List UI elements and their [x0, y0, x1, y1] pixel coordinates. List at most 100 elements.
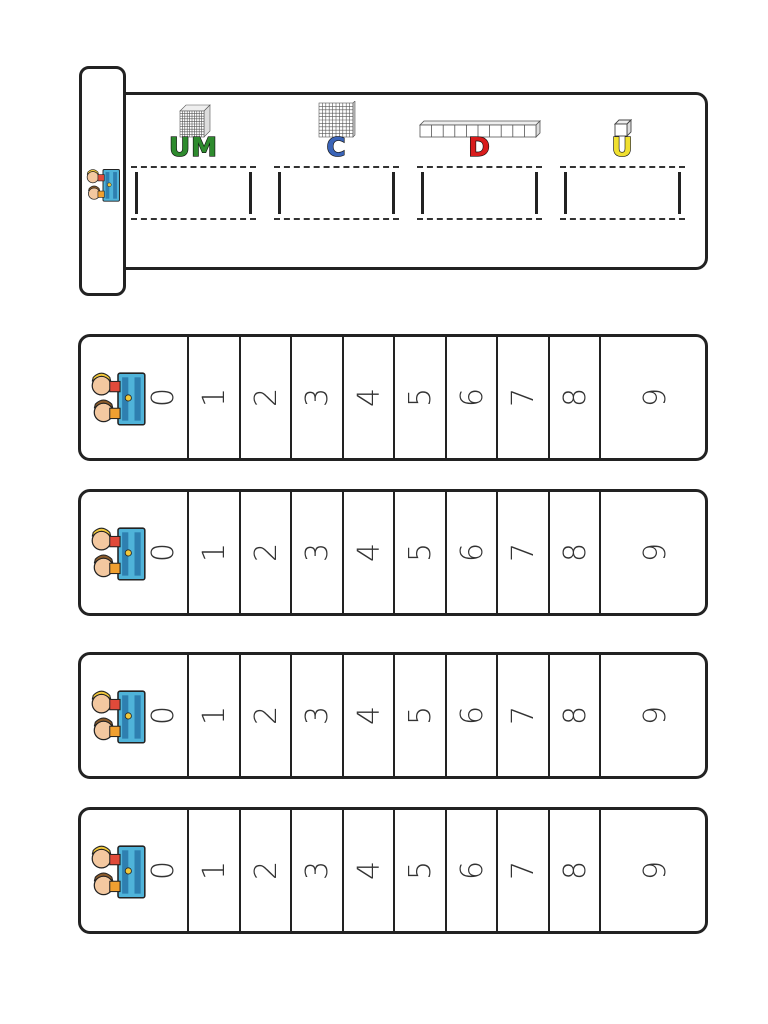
- digit: 0: [146, 705, 182, 726]
- digit: 9: [638, 860, 673, 881]
- digit-cell: 6: [444, 492, 499, 613]
- children-clipart: [84, 158, 122, 214]
- digit-cell: 4: [341, 492, 396, 613]
- digit: 0: [146, 542, 182, 563]
- digit-cell: 8: [547, 810, 602, 931]
- digit-cell: 5: [393, 337, 447, 458]
- digit: 9: [638, 387, 673, 408]
- digit-cell: 1: [187, 655, 241, 776]
- digit-cell: 4: [341, 810, 396, 931]
- digit: 2: [248, 860, 284, 881]
- digit-cell: 7: [496, 337, 550, 458]
- digit: 9: [638, 705, 673, 726]
- unit-cube-icon: [551, 99, 694, 139]
- thousand-cube-icon: [122, 99, 265, 139]
- digit: 6: [454, 387, 490, 408]
- digit: 4: [351, 705, 387, 726]
- children-clipart: [87, 840, 149, 906]
- digit: 6: [454, 705, 490, 726]
- digit: 8: [557, 387, 593, 408]
- children-clipart: [87, 522, 149, 588]
- digit: 4: [351, 860, 387, 881]
- digit-cell: 2: [238, 337, 293, 458]
- digit-cell: 5: [393, 810, 447, 931]
- digit: 3: [300, 387, 336, 408]
- digit-cell: 0: [141, 655, 187, 776]
- digit: 1: [197, 705, 233, 726]
- number-strip-2: 0 1 2 3 4 5 6 7 8 9: [78, 489, 708, 616]
- tens-label: D: [468, 132, 491, 163]
- digit: 8: [557, 705, 593, 726]
- digit-cell: 0: [141, 337, 187, 458]
- digit: 2: [248, 542, 284, 563]
- number-strip-4: 0 1 2 3 4 5 6 7 8 9: [78, 807, 708, 934]
- digit: 2: [248, 705, 284, 726]
- digit-cell: 8: [547, 337, 602, 458]
- hundreds-answer-box[interactable]: [274, 166, 399, 220]
- digit: 5: [403, 542, 439, 563]
- digit: 4: [351, 542, 387, 563]
- digit-cell: 9: [599, 655, 705, 776]
- digit: 7: [506, 705, 542, 726]
- units-label: U: [611, 132, 634, 163]
- digit: 8: [557, 542, 593, 563]
- digit-cell: 3: [290, 810, 344, 931]
- digit: 5: [403, 387, 439, 408]
- column-thousands: UM: [122, 95, 265, 273]
- digit: 6: [454, 860, 490, 881]
- thousands-label: UM: [168, 132, 218, 163]
- digit: 3: [300, 705, 336, 726]
- column-tens: D: [408, 95, 551, 273]
- digit: 3: [300, 542, 336, 563]
- digit-cell: 3: [290, 492, 344, 613]
- digit: 7: [506, 387, 542, 408]
- digit-cell: 8: [547, 492, 602, 613]
- column-units: U: [551, 95, 694, 273]
- tens-answer-box[interactable]: [417, 166, 542, 220]
- units-answer-box[interactable]: [560, 166, 685, 220]
- digit: 0: [146, 860, 182, 881]
- digit-cell: 4: [341, 337, 396, 458]
- digit-cell: 2: [238, 492, 293, 613]
- digit-cell: 6: [444, 655, 499, 776]
- digit-cell: 2: [238, 655, 293, 776]
- digit: 5: [403, 705, 439, 726]
- digit: 7: [506, 860, 542, 881]
- thousands-answer-box[interactable]: [131, 166, 256, 220]
- digit: 8: [557, 860, 593, 881]
- digit: 1: [197, 542, 233, 563]
- number-strip-1: 0 1 2 3 4 5 6 7 8 9: [78, 334, 708, 461]
- digit-cell: 9: [599, 337, 705, 458]
- digit-cell: 8: [547, 655, 602, 776]
- digit: 2: [248, 387, 284, 408]
- digit: 6: [454, 542, 490, 563]
- place-value-board: UM C D: [122, 92, 708, 270]
- digit: 9: [638, 542, 673, 563]
- number-strip-3: 0 1 2 3 4 5 6 7 8 9: [78, 652, 708, 779]
- digit: 0: [146, 387, 182, 408]
- digit: 4: [351, 387, 387, 408]
- digit-cell: 9: [599, 810, 705, 931]
- digit-cell: 7: [496, 655, 550, 776]
- digit-cell: 9: [599, 492, 705, 613]
- children-clipart: [87, 685, 149, 751]
- digit: 5: [403, 860, 439, 881]
- digit-cell: 2: [238, 810, 293, 931]
- digit-cell: 1: [187, 810, 241, 931]
- digit-cell: 3: [290, 655, 344, 776]
- digit-cell: 1: [187, 337, 241, 458]
- digit-cell: 5: [393, 492, 447, 613]
- hundreds-label: C: [326, 132, 347, 163]
- digit-cell: 7: [496, 492, 550, 613]
- digit: 1: [197, 860, 233, 881]
- digit-cell: 6: [444, 337, 499, 458]
- digit-cell: 7: [496, 810, 550, 931]
- digit-cell: 4: [341, 655, 396, 776]
- digit: 3: [300, 860, 336, 881]
- hundred-flat-icon: [265, 99, 408, 139]
- ten-rod-icon: [408, 99, 551, 139]
- digit: 1: [197, 387, 233, 408]
- digit-cell: 0: [141, 810, 187, 931]
- digit-cell: 6: [444, 810, 499, 931]
- digit-cell: 5: [393, 655, 447, 776]
